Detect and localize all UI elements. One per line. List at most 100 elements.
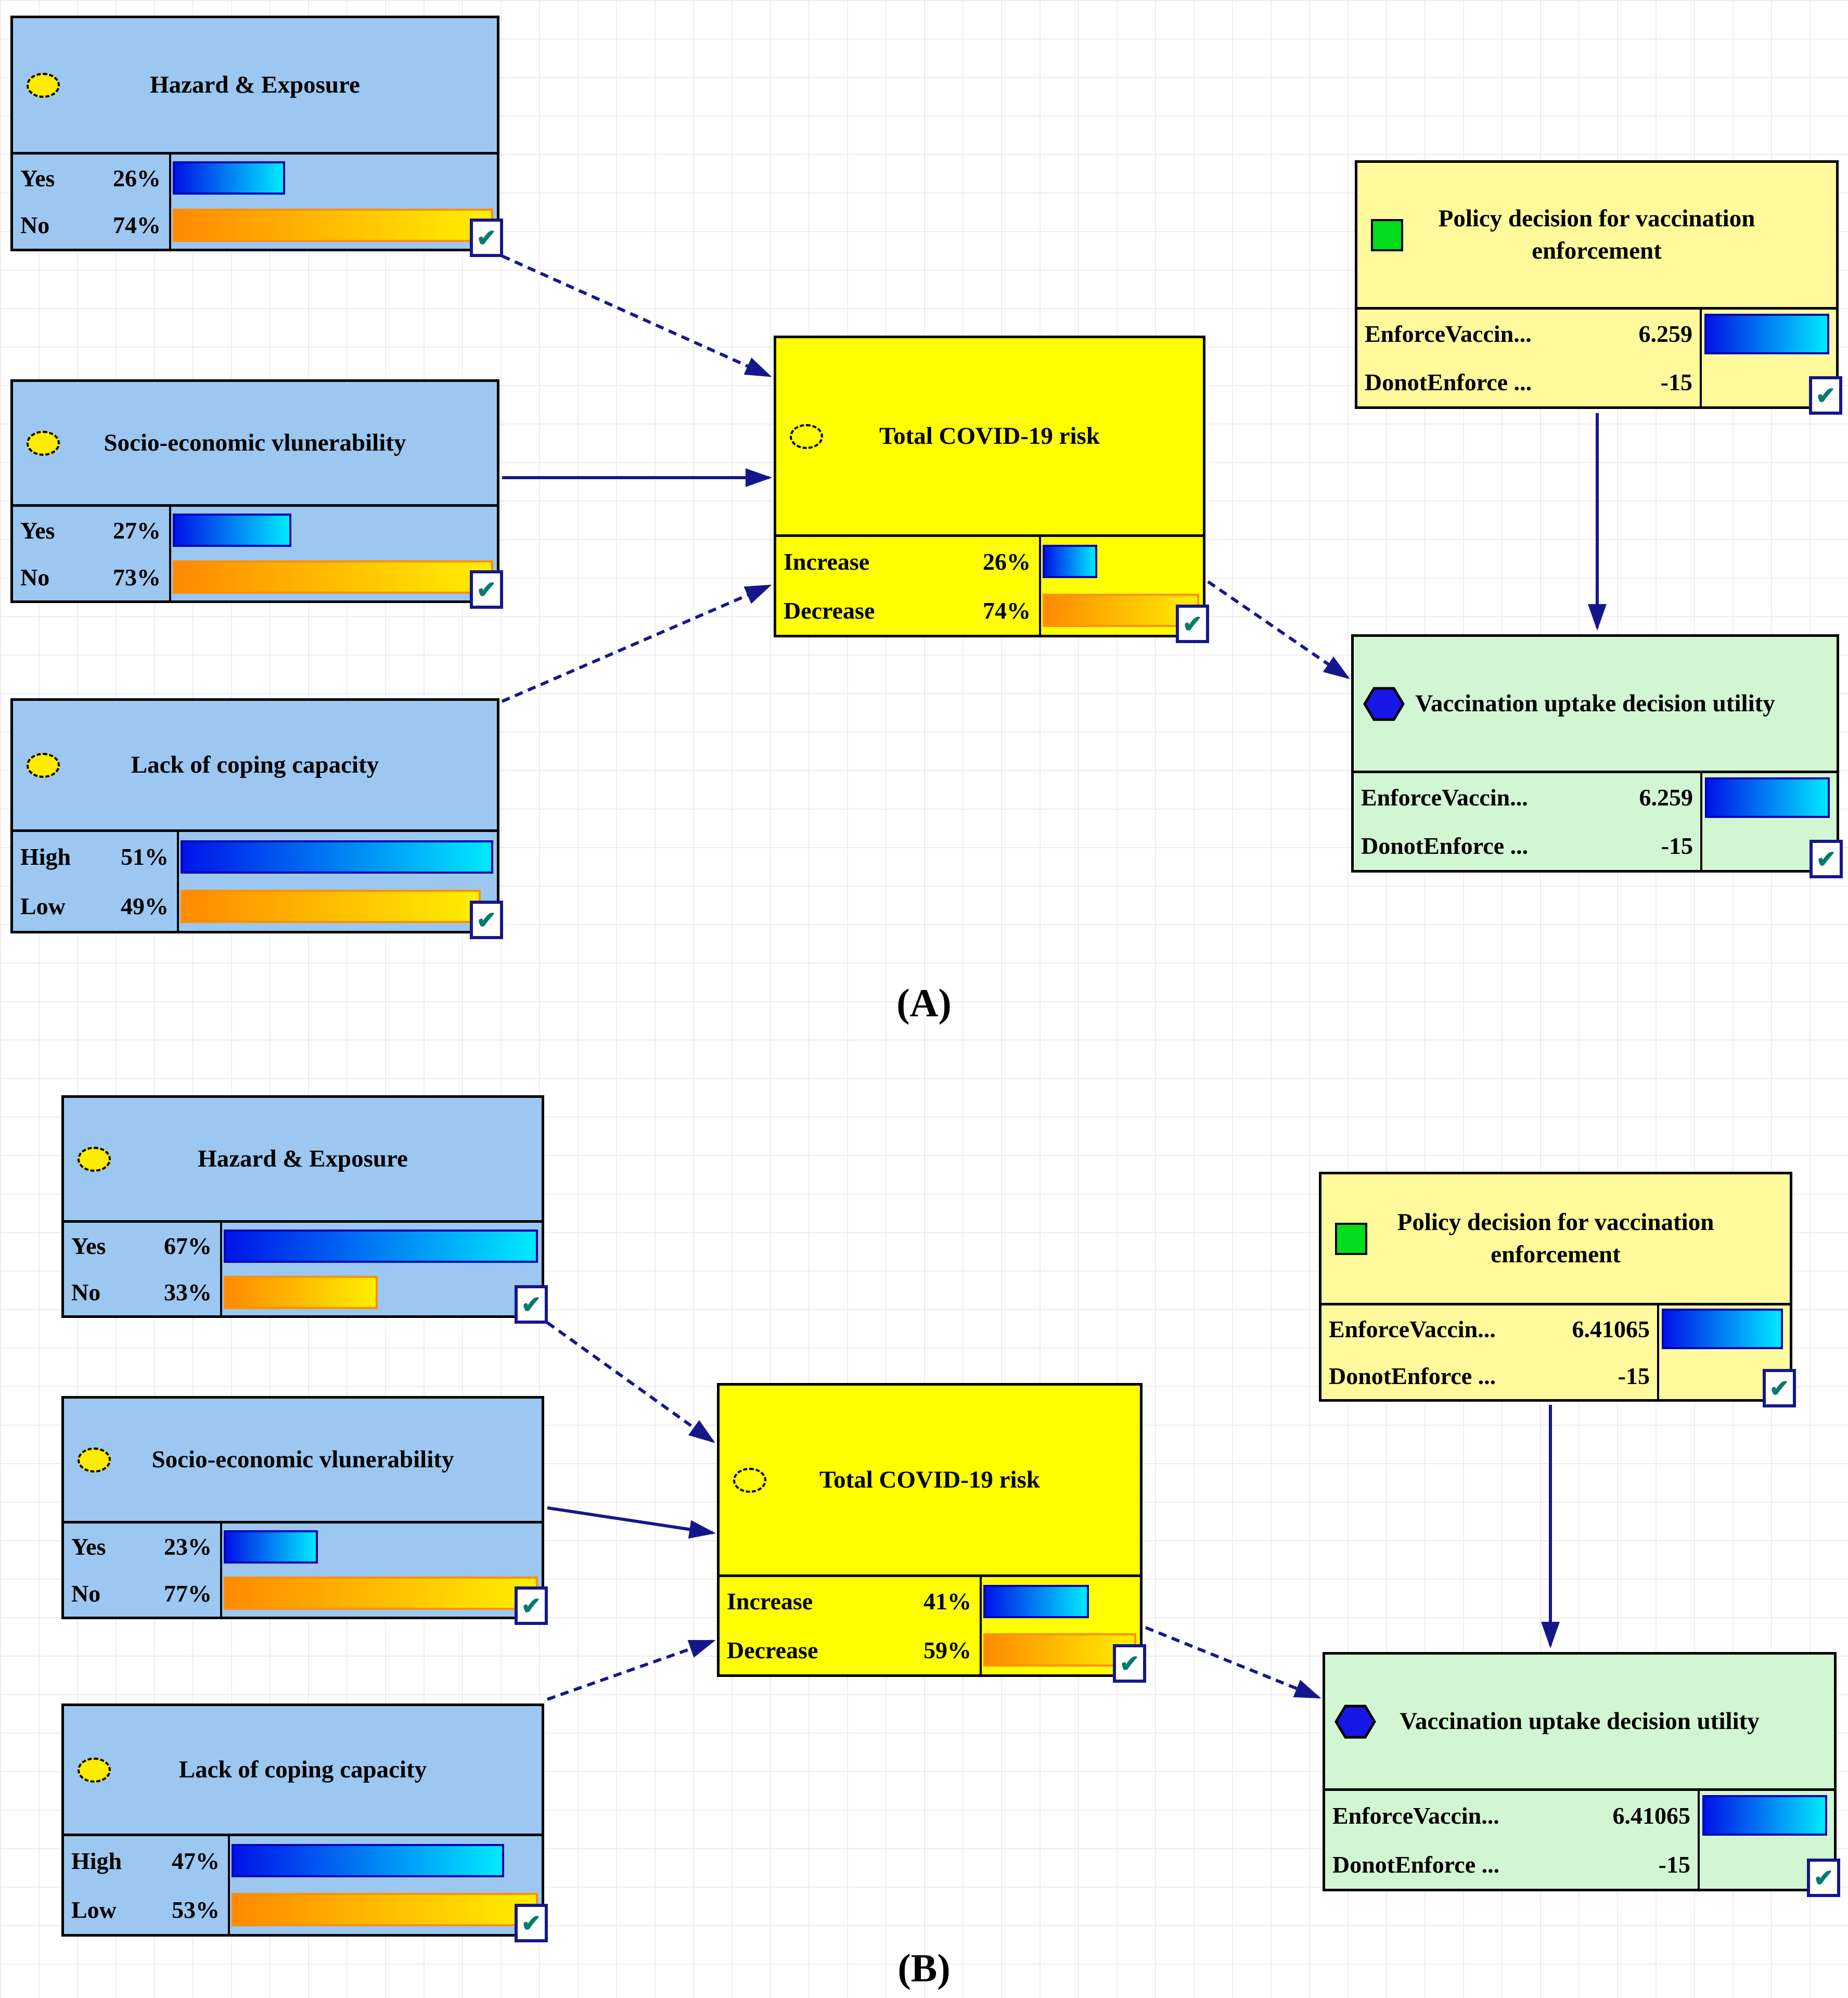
utility-row-name: EnforceVaccin... [1361,784,1528,811]
checkmark-box[interactable]: ✔ [1176,605,1209,643]
utility-bar-column [1700,310,1836,406]
state-name: Yes [71,1533,106,1560]
probability-bar [181,840,493,874]
utility-row: DonotEnforce ...-15 [1357,358,1700,406]
probability-bar [983,1584,1089,1618]
utility-row: DonotEnforce ...-15 [1325,1840,1698,1889]
state-bar-area [980,1577,1140,1626]
chance-node-icon [733,1467,766,1493]
probability-bar [173,514,291,547]
checkmark-box[interactable]: ✔ [515,1285,548,1324]
probability-bar [173,560,493,594]
edge-a-coping-to-a-total [501,584,772,703]
edge-b-socio-to-b-total [547,1506,716,1539]
probability-bar [224,1229,538,1263]
node-title-text: Vaccination uptake decision utility [1400,1707,1760,1735]
node-a-policy[interactable]: Policy decision for vaccination enforcem… [1355,160,1842,415]
checkmark-box[interactable]: ✔ [1810,840,1843,878]
chance-node-icon [790,424,823,449]
state-value: 49% [121,893,169,919]
state-value: 53% [172,1896,220,1923]
state-name: Increase [784,548,870,575]
node-title: Hazard & Exposure [64,1098,542,1223]
checkmark-box[interactable]: ✔ [1763,1369,1796,1407]
utility-row-value: -15 [1660,369,1692,395]
nature-node-icon [27,72,60,98]
edge-b-total-to-b-utility [1145,1626,1321,1699]
state-bar-area [169,201,497,249]
utility-bar-slot [1702,310,1836,358]
checkmark-box[interactable]: ✔ [470,901,503,939]
probability-bar [232,1844,505,1877]
nature-node-icon [78,1447,111,1472]
utility-row: EnforceVaccin... 6.41065 [1321,1305,1657,1352]
state-bar-area [220,1523,542,1570]
state-value: 26% [113,164,161,191]
utility-row-name: EnforceVaccin... [1332,1802,1499,1829]
state-name: Yes [71,1233,106,1259]
node-title: Socio-economic vlunerability [13,382,497,507]
state-label: Yes 23% [64,1523,220,1570]
probability-bar [224,1275,378,1309]
state-value: 41% [923,1588,971,1615]
state-value: 23% [164,1533,212,1560]
checkmark-box[interactable]: ✔ [515,1586,548,1625]
edge-a-total-to-a-utility [1207,580,1350,680]
decision-node-icon [1371,219,1403,251]
state-bar-area [169,554,497,600]
utility-row-value: 6.41065 [1612,1802,1691,1829]
checkmark-box[interactable]: ✔ [470,219,503,257]
checkmark-box[interactable]: ✔ [470,570,503,609]
node-title: Total COVID-19 risk [776,338,1203,537]
utility-row-value: -15 [1661,832,1693,859]
checkmark-box[interactable]: ✔ [1113,1644,1146,1683]
checkmark-box[interactable]: ✔ [1807,1859,1840,1897]
state-bar-area [1039,586,1203,635]
state-name: High [71,1847,122,1874]
state-bar-area [177,881,497,931]
state-bar-area [228,1836,542,1885]
utility-row-name: EnforceVaccin... [1329,1315,1496,1342]
state-value: 67% [164,1233,212,1259]
state-name: High [20,843,71,870]
utility-row: EnforceVaccin... 6.41065 [1325,1791,1698,1840]
node-title-text: Policy decision for vaccination enforcem… [1438,205,1755,264]
utility-row-value: 6.41065 [1572,1315,1650,1342]
probability-bar [232,1893,538,1926]
node-title-text: Total COVID-19 risk [819,1466,1040,1493]
checkmark-box[interactable]: ✔ [515,1904,548,1942]
node-title: Policy decision for vaccination enforcem… [1357,163,1836,310]
node-b-policy[interactable]: Policy decision for vaccination enforcem… [1319,1172,1796,1407]
state-value: 73% [113,563,161,591]
edge-b-hazard-to-b-total [546,1321,715,1443]
checkmark-box[interactable]: ✔ [1809,376,1842,415]
node-title-text: Lack of coping capacity [178,1756,427,1783]
